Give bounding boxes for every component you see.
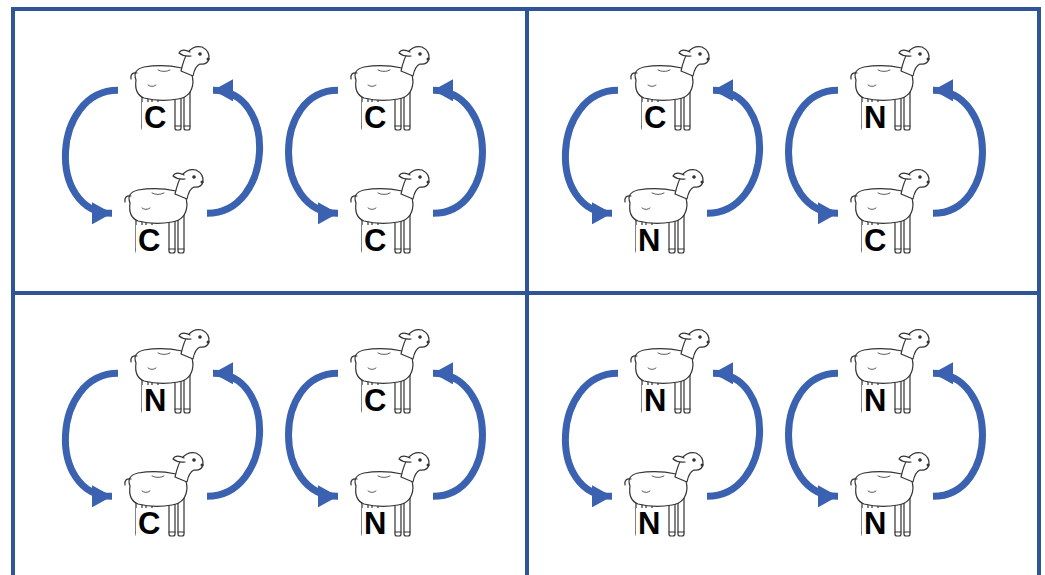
lamb-node: C — [118, 40, 213, 135]
panel-divider — [13, 291, 1039, 295]
group-letter: C — [362, 385, 388, 416]
group-letter: N — [142, 385, 168, 416]
lamb-node: N — [618, 323, 713, 418]
cycle-arrow — [789, 373, 839, 496]
cycle-arrow — [565, 373, 618, 496]
lamb-node: N — [612, 446, 707, 541]
lamb-node: C — [338, 40, 433, 135]
group-letter: N — [862, 508, 888, 539]
group-letter: C — [362, 102, 388, 133]
group-letter: N — [862, 102, 888, 133]
group-letter: N — [362, 508, 388, 539]
cycle-arrow — [433, 373, 483, 496]
lamb-node: C — [618, 40, 713, 135]
lamb-node: C — [338, 323, 433, 418]
lamb-node: N — [838, 446, 933, 541]
lamb-node: N — [338, 446, 433, 541]
group-letter: N — [636, 508, 662, 539]
lamb-node: C — [112, 446, 207, 541]
cycle-arrow — [289, 373, 339, 496]
group-letter: C — [136, 508, 162, 539]
group-letter: N — [636, 225, 662, 256]
group-letter: C — [136, 225, 162, 256]
cycle-arrow — [207, 373, 260, 496]
cycle-arrow — [789, 90, 839, 213]
lamb-node: N — [612, 163, 707, 258]
cycle-arrow — [289, 90, 339, 213]
cycle-arrow — [565, 90, 618, 213]
cycle-arrow — [207, 90, 260, 213]
cycle-arrow — [65, 373, 118, 496]
group-letter: C — [142, 102, 168, 133]
cycle-arrow — [933, 373, 983, 496]
group-letter: C — [362, 225, 388, 256]
lamb-node: N — [838, 323, 933, 418]
cycle-arrow — [707, 90, 760, 213]
lamb-node: N — [838, 40, 933, 135]
lamb-node: N — [118, 323, 213, 418]
cycle-arrow — [65, 90, 118, 213]
group-letter: C — [642, 102, 668, 133]
cycle-arrow — [933, 90, 983, 213]
lamb-node: C — [838, 163, 933, 258]
cycle-arrow — [433, 90, 483, 213]
cycle-arrow — [707, 373, 760, 496]
lamb-node: C — [112, 163, 207, 258]
group-letter: C — [862, 225, 888, 256]
group-letter: N — [862, 385, 888, 416]
group-letter: N — [642, 385, 668, 416]
lamb-node: C — [338, 163, 433, 258]
